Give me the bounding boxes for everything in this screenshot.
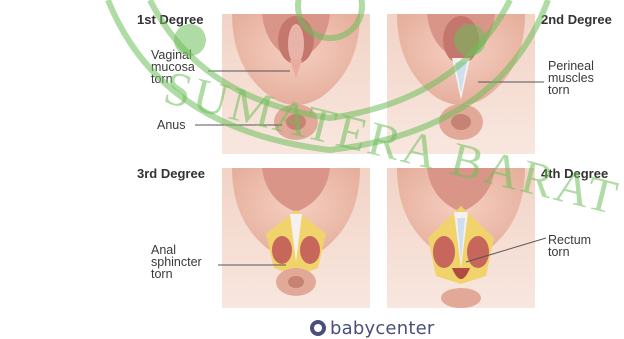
label-rectum-torn: Rectum torn bbox=[548, 234, 591, 258]
label-anal-sphincter-torn: Anal sphincter torn bbox=[151, 244, 202, 280]
heading-3rd-degree: 3rd Degree bbox=[137, 166, 205, 181]
brand-name: babycenter bbox=[330, 318, 434, 339]
label-anus: Anus bbox=[157, 119, 186, 131]
heading-2nd-degree: 2nd Degree bbox=[541, 12, 612, 27]
babycenter-logo-icon bbox=[310, 320, 326, 336]
heading-1st-degree: 1st Degree bbox=[137, 12, 203, 27]
label-perineal-muscles-torn: Perineal muscles torn bbox=[548, 60, 594, 96]
